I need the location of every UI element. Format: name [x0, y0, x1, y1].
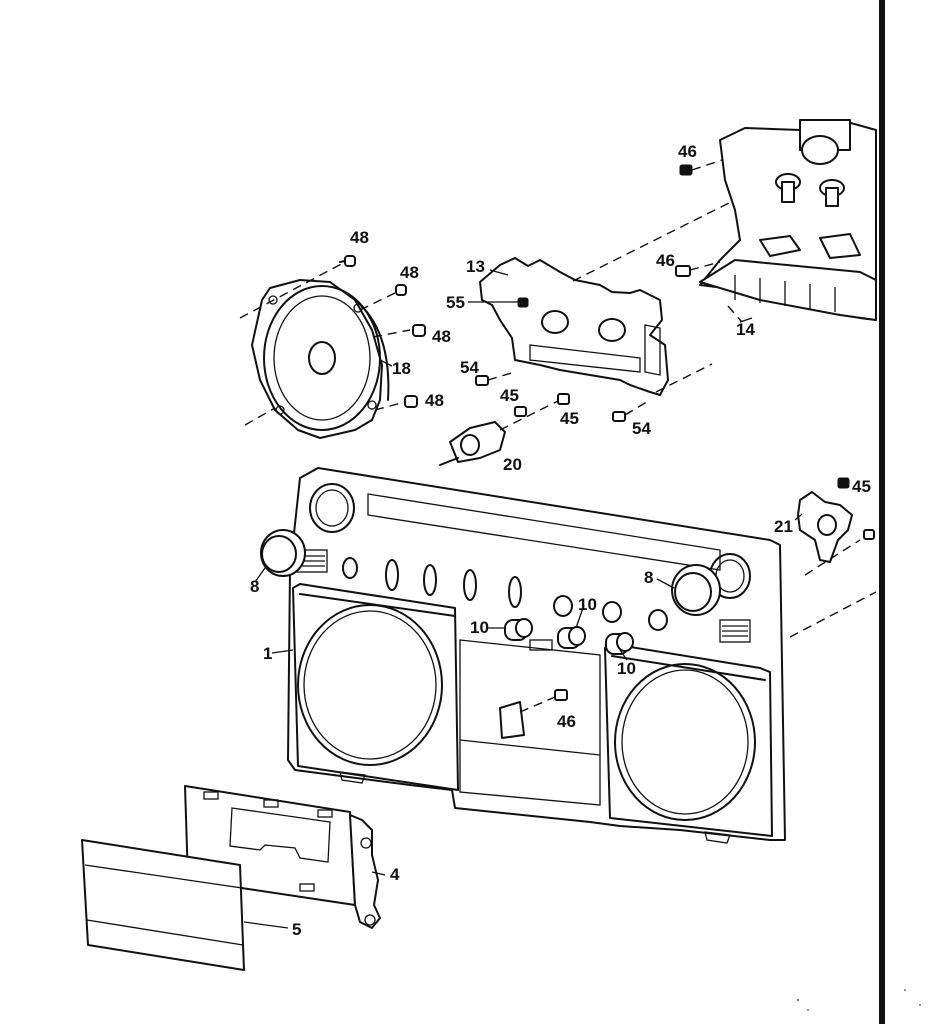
callout-13: 13	[466, 257, 485, 276]
callout-45: 45	[852, 477, 871, 496]
callout-48: 48	[425, 391, 444, 410]
screw-45-bracket-21	[837, 477, 850, 489]
screw-55	[517, 297, 529, 308]
callout-21: 21	[774, 517, 793, 536]
callout-8: 8	[250, 577, 259, 596]
callout-48: 48	[350, 228, 369, 247]
speaker-part-18	[251, 279, 390, 439]
screw-45-jack-a	[514, 406, 527, 417]
button-part-10-a	[504, 618, 533, 641]
callout-4: 4	[390, 865, 400, 884]
screw-48-middle	[412, 324, 426, 337]
callout-54: 54	[632, 419, 651, 438]
callout-20: 20	[503, 455, 522, 474]
callout-54: 54	[460, 358, 479, 377]
knob-part-8-left	[260, 529, 306, 577]
jack-part-20	[439, 421, 506, 466]
screw-45-jack-b	[557, 393, 570, 405]
screw-48-bottom	[404, 395, 418, 408]
bracket-part-21	[797, 491, 853, 563]
screw-45-bracket-21-b	[863, 529, 875, 540]
callout-10: 10	[470, 618, 489, 637]
screw-48-top	[339, 255, 356, 267]
callout-10: 10	[617, 659, 636, 678]
button-part-10-b	[557, 626, 586, 649]
screw-46-mech-top	[679, 159, 723, 176]
right-speaker-grille	[604, 643, 773, 837]
knob-part-8-right	[671, 564, 721, 616]
callout-48: 48	[432, 327, 451, 346]
left-speaker-grille	[292, 583, 459, 791]
callout-45: 45	[500, 386, 519, 405]
callout-14: 14	[736, 320, 755, 339]
callout-5: 5	[292, 920, 301, 939]
callout-46: 46	[557, 712, 576, 731]
screw-54-right	[612, 399, 651, 422]
screw-46-front	[519, 689, 568, 713]
screw-48-upper	[395, 284, 407, 296]
callout-18: 18	[392, 359, 411, 378]
callout-46: 46	[656, 251, 675, 270]
callout-55: 55	[446, 293, 465, 312]
page-edge-bar	[879, 0, 885, 1024]
callout-8: 8	[644, 568, 653, 587]
callout-10: 10	[578, 595, 597, 614]
cassette-mechanism-part-14	[699, 119, 877, 321]
mounting-bracket-part-13	[479, 257, 669, 396]
callout-48: 48	[400, 263, 419, 282]
callout-45: 45	[560, 409, 579, 428]
button-part-10-c	[605, 632, 634, 655]
screw-46-mech-mid	[675, 261, 721, 277]
cassette-window-part-5	[81, 839, 245, 971]
screw-54-left	[475, 371, 516, 386]
callout-1: 1	[263, 644, 272, 663]
callout-46: 46	[678, 142, 697, 161]
